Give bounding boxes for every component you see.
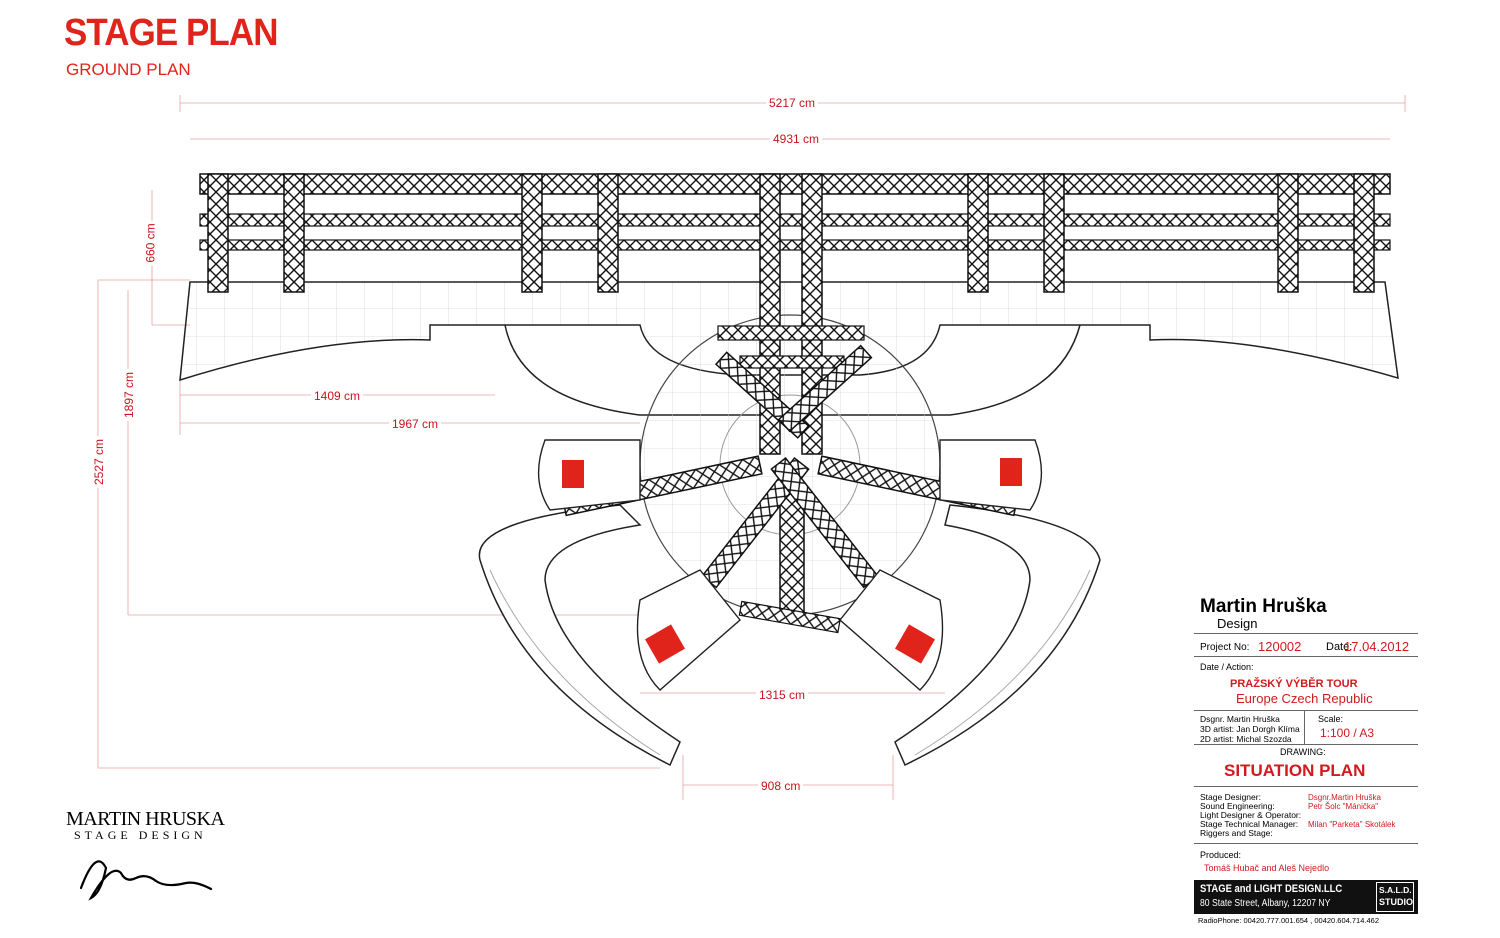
satellite-pods — [537, 439, 1043, 691]
red-markers — [562, 458, 1022, 664]
company-banner: STAGE and LIGHT DESIGN.LLC 80 State Stre… — [1194, 880, 1418, 914]
dim-stage-depth: 660 cm — [143, 220, 158, 266]
designer-sub: Design — [1217, 616, 1258, 631]
role-label: Riggers and Stage: — [1200, 828, 1273, 838]
dim-overall-width: 5217 cm — [766, 96, 819, 110]
drawing-label: DRAWING: — [1280, 747, 1326, 757]
drawing-name: SITUATION PLAN — [1224, 761, 1366, 780]
dim-total-depth: 2527 cm — [92, 435, 107, 489]
role-name: Milan "Parketa" Skotálek — [1308, 820, 1396, 829]
tour-region: Europe Czech Republic — [1236, 691, 1373, 706]
company-address: 80 State Street, Albany, 12207 NY — [1200, 898, 1331, 909]
title-block: Martin Hruška Design Project No: 120002 … — [1194, 588, 1418, 928]
logo-name: MARTIN HRUSKA — [66, 808, 225, 830]
logo-tagline: STAGE DESIGN — [74, 828, 207, 842]
side-walkways — [478, 504, 1101, 767]
scale-label: Scale: — [1318, 714, 1344, 724]
page-subtitle: GROUND PLAN — [66, 60, 191, 79]
dim-truss-width: 4931 cm — [770, 132, 823, 146]
dim-wing-width: 1409 cm — [311, 389, 364, 403]
role-label: Stage Technical Manager: — [1200, 819, 1299, 829]
project-date: 17.04.2012 — [1344, 639, 1410, 654]
produced-names: Tomáš Hubač and Aleš Nejedlo — [1204, 863, 1330, 873]
signature-graphic — [79, 860, 213, 901]
credit-2d: 2D artist: Michal Szozda — [1200, 734, 1292, 744]
project-number: 120002 — [1258, 639, 1302, 654]
dim-front-width: 1315 cm — [756, 688, 809, 702]
studio-line1: S.A.L.D. — [1379, 885, 1412, 895]
dim-wing-depth: 1897 cm — [122, 368, 137, 422]
role-label: Light Designer & Operator: — [1200, 810, 1302, 820]
studio-line2: STUDIO — [1379, 897, 1414, 907]
produced-label: Produced: — [1200, 850, 1242, 860]
page-title: STAGE PLAN — [64, 12, 278, 54]
top-truss-grid — [199, 173, 1391, 455]
dim-side-width: 1967 cm — [389, 417, 442, 431]
studio-logo: S.A.L.D. STUDIO — [1376, 882, 1414, 912]
scale-value: 1:100 / A3 — [1320, 726, 1375, 740]
contact-phone: RadioPhone: 00420.777.001.654 , 00420.60… — [1198, 916, 1379, 925]
project-label: Project No: — [1200, 642, 1250, 653]
brand-logo: MARTIN HRUSKA STAGE DESIGN — [66, 808, 226, 908]
date-label: Date: — [1326, 641, 1353, 653]
credit-designer: Dsgnr. Martin Hruška — [1200, 714, 1280, 724]
company-name: STAGE and LIGHT DESIGN.LLC — [1200, 883, 1343, 895]
designer-name: Martin Hruška — [1200, 596, 1327, 617]
tour-name: PRAŽSKÝ VÝBĚR TOUR — [1230, 678, 1358, 690]
role-name: Petr Šolc "Mánička" — [1308, 802, 1379, 811]
credit-3d: 3D artist: Jan Dorgh Klíma — [1200, 724, 1300, 734]
dim-gap-width: 908 cm — [758, 779, 804, 793]
role-label: Sound Engineering: — [1200, 801, 1275, 811]
date-action-label: Date / Action: — [1200, 662, 1254, 672]
role-label: Stage Designer: — [1200, 792, 1261, 802]
role-name: Dsgnr.Martin Hruška — [1308, 793, 1381, 802]
